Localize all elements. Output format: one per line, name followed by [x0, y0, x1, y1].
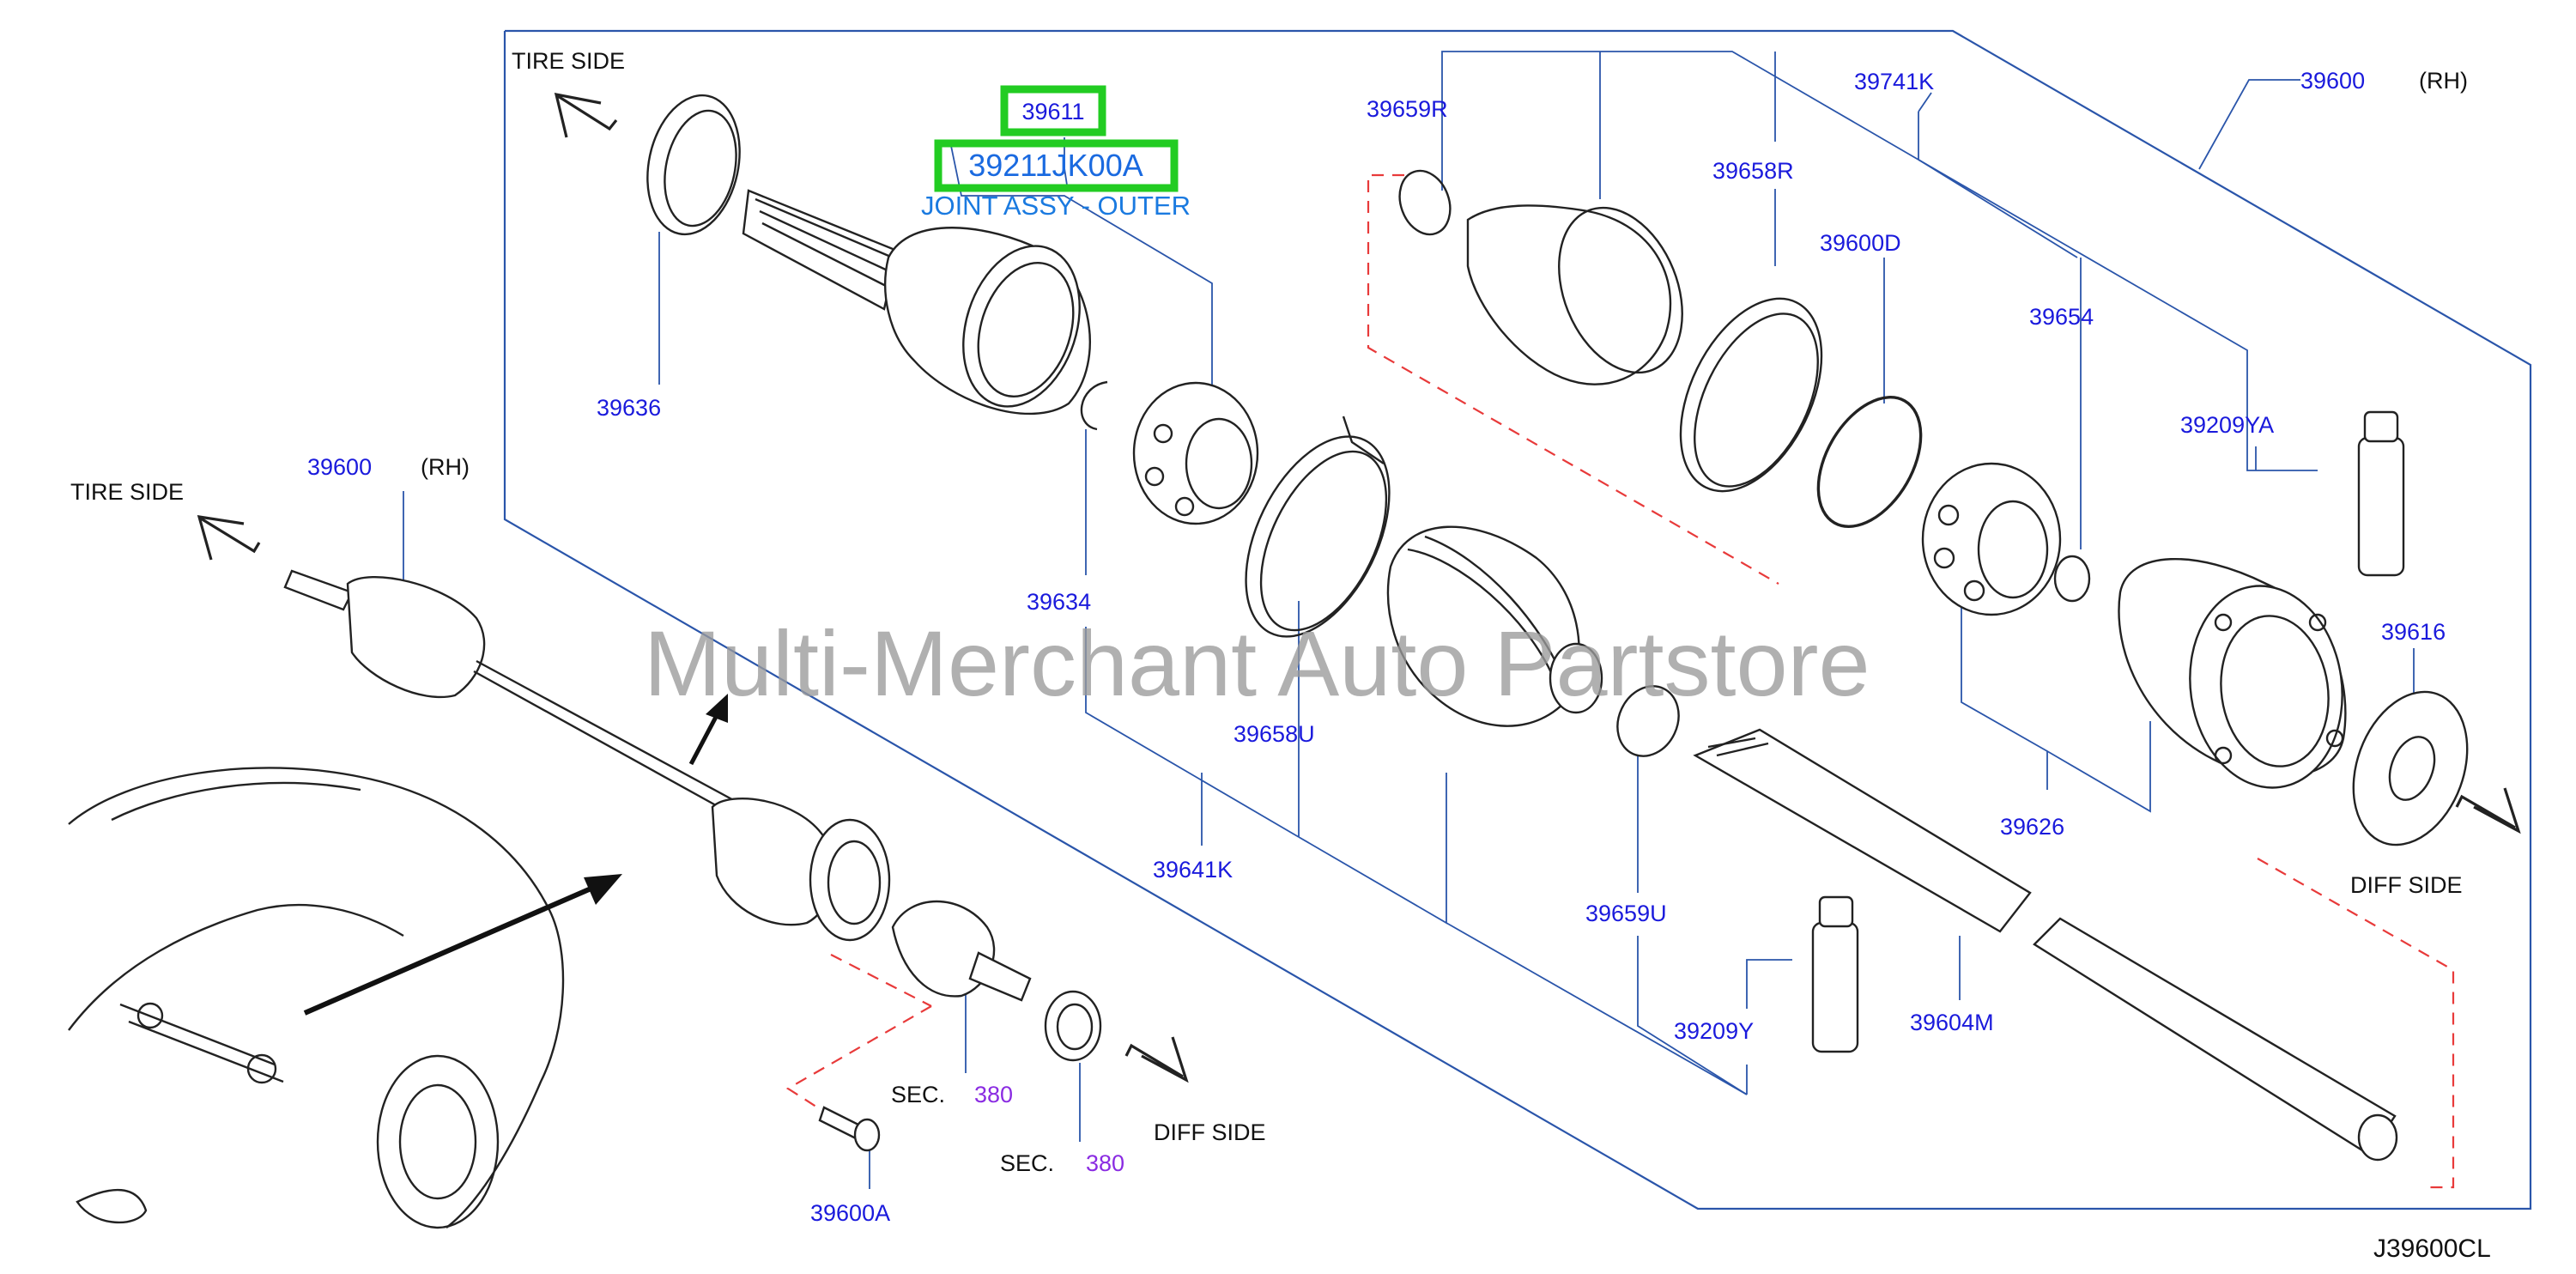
highlight-oem-no[interactable]: 39211JK00A — [968, 148, 1143, 183]
rh-label-top: (RH) — [2419, 68, 2468, 94]
part-label-39616[interactable]: 39616 — [2381, 619, 2446, 645]
tire-side-left-arrow-icon — [197, 515, 261, 561]
bolt-39600A — [818, 1106, 881, 1152]
oem-no-highlight[interactable] — [934, 139, 1179, 192]
boot-39641K — [1386, 525, 1603, 727]
diagram-code: J39600CL — [2373, 1235, 2491, 1263]
part-label-39600-left[interactable]: 39600 — [307, 454, 372, 480]
snap-ring-39634 — [1080, 380, 1108, 431]
part-label-39659R[interactable]: 39659R — [1367, 96, 1448, 122]
part-label-39634[interactable]: 39634 — [1027, 589, 1091, 615]
circlip-39600D — [1816, 396, 1923, 528]
tire-side-top-arrow-icon — [554, 92, 618, 138]
tire-side-top-label: TIRE SIDE — [512, 48, 625, 74]
part-label-39641K[interactable]: 39641K — [1153, 857, 1233, 883]
highlight-part-no[interactable]: 39611 — [1021, 99, 1084, 124]
part-label-39741K[interactable]: 39741K — [1854, 69, 1934, 94]
outer-joint-assembly — [742, 189, 1091, 416]
arrow-icons — [197, 92, 2521, 1083]
direction-labels: TIRE SIDE TIRE SIDE DIFF SIDE DIFF SIDE … — [70, 48, 2491, 1263]
snap-ring-39654 — [2053, 555, 2091, 603]
diff-side-bottom-label: DIFF SIDE — [1154, 1119, 1266, 1145]
highlight-callout[interactable]: 39611 39211JK00A JOINT ASSY - OUTER — [921, 85, 1191, 221]
assembled-axle — [283, 569, 1032, 1002]
outer-dust-seal — [646, 94, 741, 236]
diff-side-right-arrow-icon — [2455, 787, 2521, 834]
explosion-frame — [503, 29, 2532, 1210]
part-label-39659U[interactable]: 39659U — [1585, 901, 1667, 926]
grease-tube-39209Y — [1811, 895, 1859, 1053]
vehicle-pointer-arrow-head-icon — [584, 874, 622, 905]
part-no-highlight[interactable] — [1000, 85, 1106, 136]
grease-tube-39209YA — [2357, 410, 2405, 577]
small-band-39659R — [1398, 169, 1452, 236]
small-band-39659U — [1616, 685, 1680, 757]
part-labels: 39600 (RH) 39741K 39659R 39658R 39600D 3… — [307, 68, 2468, 1226]
sec-label-b: SEC. — [1000, 1150, 1054, 1176]
shaft-39604M — [1693, 728, 2398, 1162]
assembly-arrow-head-icon — [706, 694, 728, 723]
boot-band-39658U — [1245, 416, 1391, 638]
leader-lines — [403, 51, 2415, 1189]
part-label-39626[interactable]: 39626 — [2000, 814, 2064, 840]
highlight-description: JOINT ASSY - OUTER — [921, 191, 1191, 221]
watermark: Multi-Merchant Auto Partstore — [644, 611, 1870, 715]
part-label-39654[interactable]: 39654 — [2029, 304, 2094, 330]
diff-side-right-label: DIFF SIDE — [2350, 872, 2463, 898]
diff-side-bottom-arrow-icon — [1124, 1036, 1189, 1083]
part-label-39636[interactable]: 39636 — [597, 395, 661, 421]
part-label-39658R[interactable]: 39658R — [1712, 158, 1794, 184]
inner-joint-ball-cage — [1921, 462, 2062, 616]
rh-label-left: (RH) — [421, 454, 470, 480]
part-label-39600A[interactable]: 39600A — [810, 1200, 890, 1226]
part-label-39658U[interactable]: 39658U — [1233, 721, 1315, 747]
boot-band-39658R — [1679, 297, 1823, 493]
sec-ref-a[interactable]: 380 — [974, 1082, 1013, 1107]
part-label-39600D[interactable]: 39600D — [1820, 230, 1901, 256]
boot-inner-39741K — [1466, 204, 1683, 385]
seal-sec380 — [1044, 990, 1102, 1062]
vehicle-outline — [68, 767, 565, 1229]
vehicle-pointer-arrow-icon — [303, 882, 603, 1016]
part-label-39600-top[interactable]: 39600 — [2300, 68, 2365, 94]
part-label-39604M[interactable]: 39604M — [1910, 1010, 1994, 1035]
dust-seal-39616 — [2352, 690, 2469, 846]
inner-ball-cage — [1132, 381, 1259, 525]
part-label-39209YA[interactable]: 39209YA — [2180, 412, 2274, 438]
part-label-39209Y[interactable]: 39209Y — [1674, 1018, 1754, 1044]
sec-label-a: SEC. — [891, 1082, 945, 1107]
sec-ref-b[interactable]: 380 — [1086, 1150, 1124, 1176]
inner-joint-housing-39626 — [2118, 557, 2347, 789]
alignment-guides — [785, 173, 2455, 1189]
tire-side-left-label: TIRE SIDE — [70, 479, 184, 505]
